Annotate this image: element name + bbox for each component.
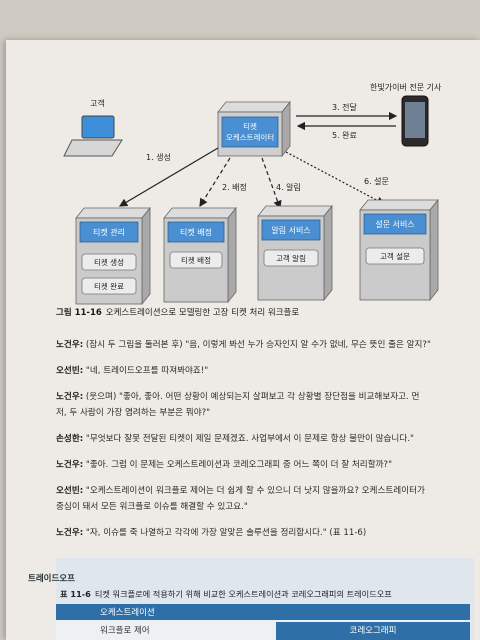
workflow-diagram: 고객 티켓 오케스트레이터 한빛가이버 전문 기사 3. 전달 5. 완료 1.… xyxy=(63,82,442,306)
phone-icon xyxy=(401,95,429,147)
dialog-line: 오선빈: "오케스트레이션이 워크플로 제어는 더 쉽게 할 수 있으니 더 낫… xyxy=(56,486,425,496)
orchestrator-label-2: 오케스트레이터 xyxy=(226,132,274,142)
arrow-assign-label: 2. 배정 xyxy=(222,182,247,192)
orchestrator-box xyxy=(217,100,291,158)
sidebar-title: 트레이드오프 xyxy=(28,574,75,584)
service-ticket-management xyxy=(75,206,151,306)
figure-number: 그림 11-16 xyxy=(56,308,102,318)
figure-caption-text: 오케스트레이션으로 모델링한 고장 티켓 처리 워크플로 xyxy=(105,308,300,318)
table-cell: 워크플로 제어 xyxy=(100,626,150,636)
service-title: 티켓 배정 xyxy=(180,227,212,237)
service-item: 티켓 생성 xyxy=(94,257,124,267)
dialog-line: 중심이 돼서 모든 워크플로 이슈를 해결할 수 있고요." xyxy=(56,502,248,512)
arrow-deliver-label: 3. 전달 xyxy=(332,102,358,112)
dialog-line: 노건우: (웃으며) "좋아, 좋아. 어떤 상황이 예상되는지 살펴보고 각 … xyxy=(56,392,420,402)
column-header-choreography: 코레오그래피 xyxy=(276,622,470,640)
service-item: 티켓 배정 xyxy=(181,255,211,265)
dialog-line: 손성한: "무엇보다 잘못 전달된 티켓이 제일 문제겠죠. 사업부에서 이 문… xyxy=(56,434,414,444)
service-notification xyxy=(257,204,333,302)
dialog-line: 오선빈: "네, 트레이드오프를 따져봐야죠!" xyxy=(56,366,209,376)
dialog-line: 노건우: "좋아. 그럼 이 문제는 오케스트레이션과 코레오그래피 중 어느 … xyxy=(56,460,393,470)
dialog-line: 저, 두 사람이 가장 염려하는 부분은 뭐야?" xyxy=(56,408,211,418)
laptop-icon xyxy=(63,115,123,157)
service-item: 고객 알림 xyxy=(276,253,306,263)
dialog-line: 노건우: "자, 이슈를 죽 나열하고 각각에 가장 알맞은 솔루션을 정리합시… xyxy=(56,528,367,538)
service-item: 고객 설문 xyxy=(380,251,410,261)
table-header xyxy=(56,604,470,620)
arrow-create-label: 1. 생성 xyxy=(146,152,171,162)
dialog-line: 노건우: (잠시 두 그림을 둘러본 후) "음, 이렇게 봐선 누가 승자인지… xyxy=(56,340,431,350)
customer-label: 고객 xyxy=(90,98,105,108)
service-title: 설문 서비스 xyxy=(375,219,414,229)
service-title: 티켓 관리 xyxy=(93,227,125,237)
service-survey xyxy=(359,198,439,302)
arrow-notify-label: 4. 알림 xyxy=(276,182,301,192)
arrow-survey-label: 6. 설문 xyxy=(364,176,389,186)
technician-label: 한빛가이버 전문 기사 xyxy=(370,82,442,92)
service-item: 티켓 완료 xyxy=(94,281,124,291)
column-header-orchestration: 오케스트레이션 xyxy=(100,608,155,618)
orchestrator-label-1: 티켓 xyxy=(243,121,257,131)
arrow-complete-label: 5. 완료 xyxy=(332,131,357,140)
service-title: 알림 서비스 xyxy=(271,225,310,235)
service-ticket-assign xyxy=(163,206,237,304)
table-number: 표 11-6 xyxy=(60,589,91,599)
